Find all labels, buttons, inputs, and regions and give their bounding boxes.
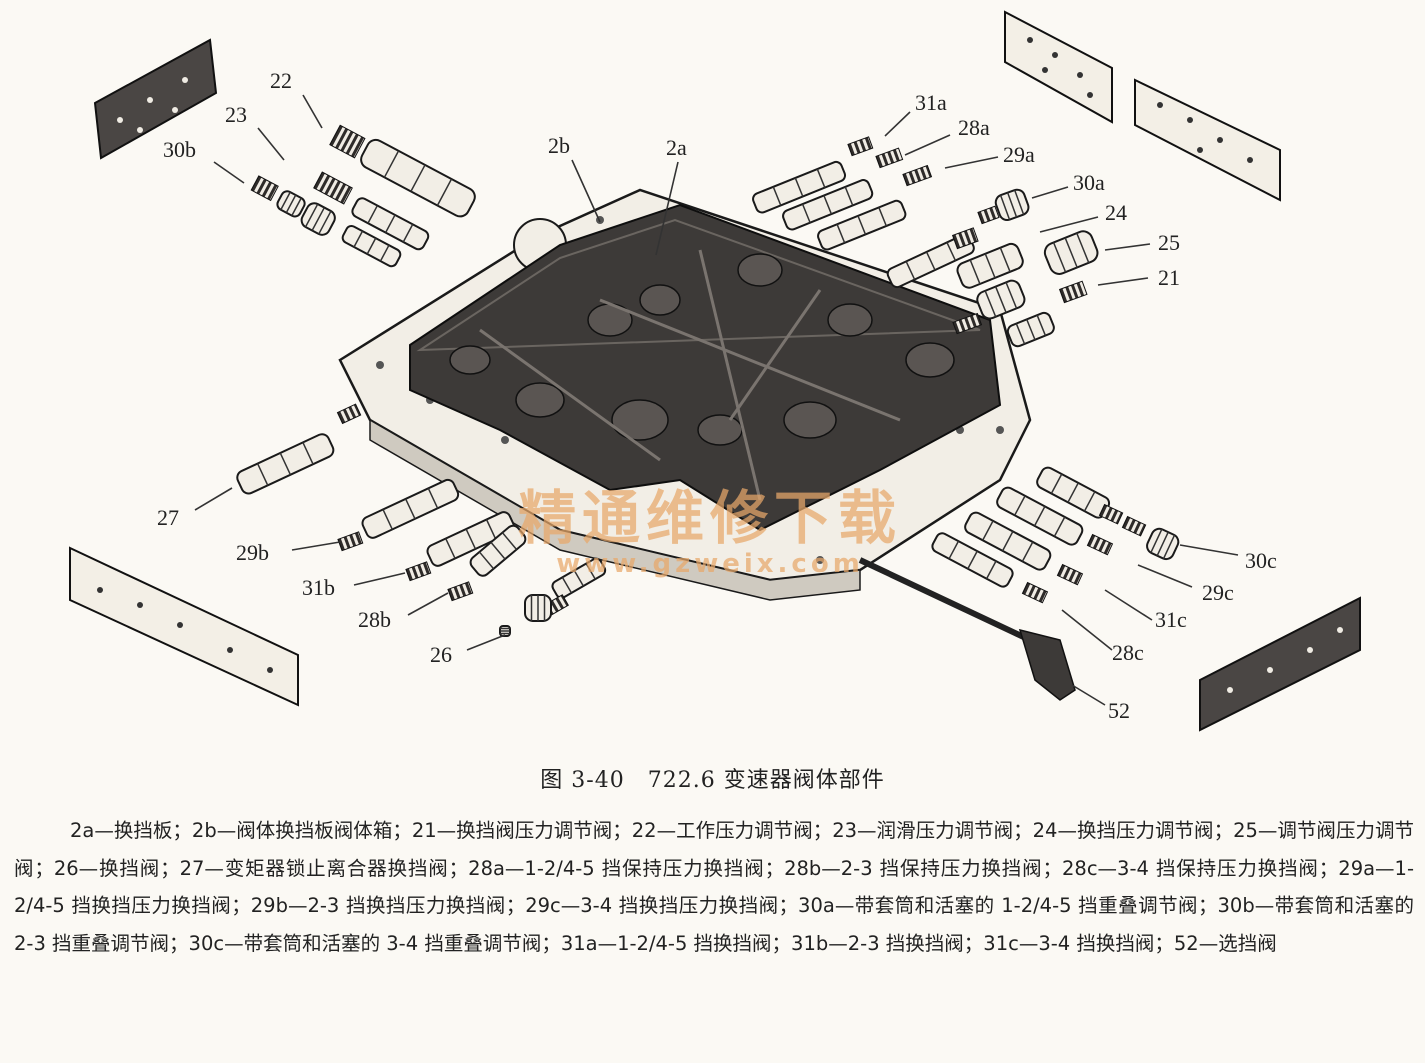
spool-29b xyxy=(361,478,460,539)
spring-31b xyxy=(405,561,432,582)
watermark-url: www.gzweix.com xyxy=(556,549,864,579)
spring-29a xyxy=(902,164,933,187)
watermark: 精通维修下载 www.gzweix.com xyxy=(518,484,902,579)
spring-29c xyxy=(1086,533,1114,556)
label-24: 24 xyxy=(1105,200,1127,225)
separator-plate-top-left xyxy=(93,38,218,160)
label-25: 25 xyxy=(1158,230,1180,255)
label-29c: 29c xyxy=(1202,580,1234,605)
spring-24 xyxy=(951,227,979,250)
spool-29c xyxy=(996,486,1084,546)
spool-21 xyxy=(1006,311,1055,348)
label-52: 52 xyxy=(1108,698,1130,723)
figure-legend: 2a—换挡板；2b—阀体换挡板阀体箱；21—换挡阀压力调节阀；22—工作压力调节… xyxy=(14,819,1414,955)
spool-28a xyxy=(782,179,874,231)
watermark-cn: 精通维修下载 xyxy=(518,484,902,552)
sleeve-30c xyxy=(1146,527,1180,561)
figure-caption: 图 3-40 722.6 变速器阀体部件 xyxy=(540,768,885,793)
spool-31a xyxy=(752,160,847,214)
spring-23 xyxy=(313,171,353,205)
spring-21 xyxy=(1058,280,1088,304)
selector-valve xyxy=(858,557,1076,701)
separator-plate-bottom-left xyxy=(69,546,299,707)
label-28c: 28c xyxy=(1112,640,1144,665)
spring-30a xyxy=(977,205,1000,225)
shift-plate xyxy=(409,203,1002,532)
pin-26 xyxy=(499,625,511,637)
spring-30c xyxy=(1098,503,1124,525)
spool-22 xyxy=(360,138,476,218)
piston-30b xyxy=(300,202,336,236)
part-labels: 22 23 30b 2b 2a 31a 28a 29a 30a 24 25 21… xyxy=(157,68,1277,723)
valve-body-exploded-diagram: 精通维修下载 www.gzweix.com 22 23 30b 2b 2a 31… xyxy=(69,10,1361,732)
spool-31b xyxy=(426,511,516,567)
sleeve-30b xyxy=(276,190,306,218)
spring-21b xyxy=(952,312,983,335)
spring-28b xyxy=(447,581,474,602)
label-21: 21 xyxy=(1158,265,1180,290)
spool-29a xyxy=(817,199,907,251)
separator-plate-bottom-right xyxy=(1199,596,1361,732)
spring-27 xyxy=(336,403,362,425)
spool-31c xyxy=(964,511,1052,571)
spring-28c xyxy=(1021,581,1049,604)
sleeve-30a xyxy=(994,188,1030,222)
leader-lines xyxy=(194,94,1239,706)
label-28b: 28b xyxy=(358,607,391,632)
spring-29b xyxy=(337,531,364,552)
spring-30b xyxy=(250,175,279,202)
spring-31a xyxy=(847,136,874,157)
spool-30b xyxy=(341,224,402,268)
label-31b: 31b xyxy=(302,575,335,600)
spool-27 xyxy=(236,433,335,495)
spool-25 xyxy=(1043,230,1099,275)
separator-plate-top-right-2 xyxy=(1134,78,1281,202)
spring-22 xyxy=(329,124,366,159)
label-26: 26 xyxy=(430,642,452,667)
spring-28a xyxy=(875,147,904,169)
label-30b: 30b xyxy=(163,137,196,162)
label-28a: 28a xyxy=(958,115,990,140)
spool-28c xyxy=(931,532,1014,588)
spool-23 xyxy=(351,197,430,251)
label-27: 27 xyxy=(157,505,179,530)
label-23: 23 xyxy=(225,102,247,127)
spool-26 xyxy=(551,557,607,599)
separator-plate-top-right-1 xyxy=(1004,10,1113,124)
cap-26 xyxy=(524,594,552,622)
spool-28b xyxy=(469,524,527,577)
valve-spools-group xyxy=(236,124,1180,637)
label-31c: 31c xyxy=(1155,607,1187,632)
piston-21 xyxy=(976,279,1026,320)
label-31a: 31a xyxy=(915,90,947,115)
label-2a: 2a xyxy=(666,135,687,160)
label-30c: 30c xyxy=(1245,548,1277,573)
label-29b: 29b xyxy=(236,540,269,565)
label-2b: 2b xyxy=(548,133,570,158)
spring-31c xyxy=(1056,563,1084,586)
label-30a: 30a xyxy=(1073,170,1105,195)
plunger-25 xyxy=(956,242,1024,289)
label-29a: 29a xyxy=(1003,142,1035,167)
label-22: 22 xyxy=(270,68,292,93)
spring-30c-b xyxy=(1121,515,1147,537)
